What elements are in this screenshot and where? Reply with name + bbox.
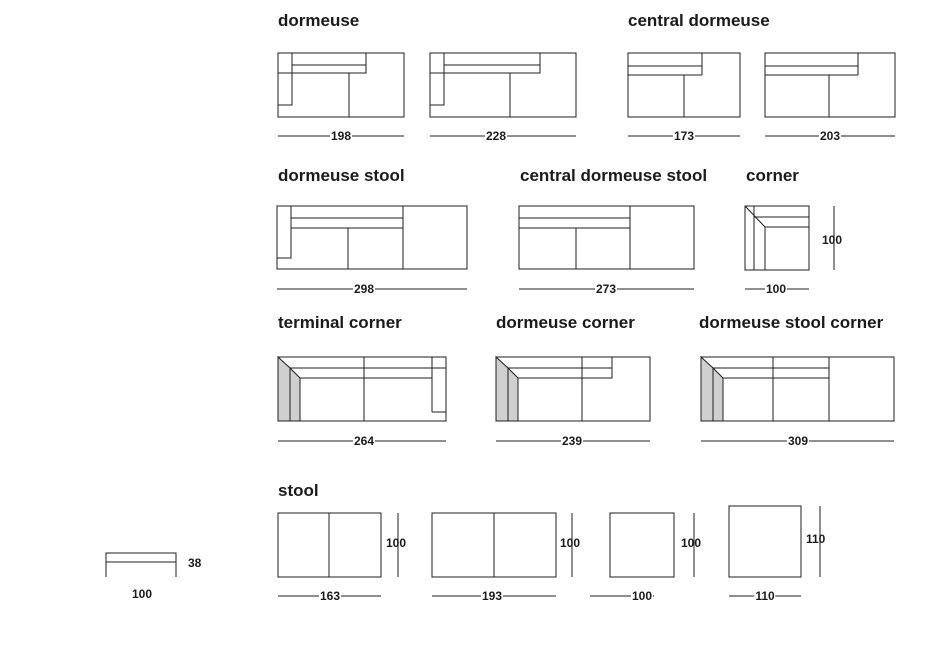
dim-dormeuse-198: 198 xyxy=(329,129,353,143)
stool-163-plan xyxy=(277,512,382,578)
dim-stool-100-depth: 100 xyxy=(681,536,702,550)
dim-central-203: 203 xyxy=(818,129,842,143)
title-dormeuse-stool: dormeuse stool xyxy=(278,166,405,185)
stool-110-plan xyxy=(728,505,802,578)
dim-stool-163-depth: 100 xyxy=(386,536,407,550)
dim-dormeuse-228: 228 xyxy=(484,129,508,143)
title-corner: corner xyxy=(746,166,799,185)
dim-stool-100: 100 xyxy=(630,589,654,603)
dormeuse-stool-corner-plan xyxy=(700,355,895,422)
dim-height-38: 38 xyxy=(188,556,202,570)
dim-stool-193-depth: 100 xyxy=(560,536,581,550)
dim-stool-163: 163 xyxy=(318,589,342,603)
dim-elevation-width: 100 xyxy=(130,587,154,601)
dim-dormeuse-stool-corner-309: 309 xyxy=(786,434,810,448)
dim-dormeuse-corner-239: 239 xyxy=(560,434,584,448)
corner-plan xyxy=(744,205,810,271)
dim-terminal-corner-264: 264 xyxy=(352,434,376,448)
stool-100-plan xyxy=(609,512,675,578)
dim-corner-width: 100 xyxy=(764,282,788,296)
title-dormeuse-corner: dormeuse corner xyxy=(496,313,635,332)
title-dormeuse: dormeuse xyxy=(278,11,360,30)
dim-corner-depth: 100 xyxy=(822,233,843,247)
dimension-lines xyxy=(277,135,895,597)
title-dormeuse-stool-corner: dormeuse stool corner xyxy=(699,313,884,332)
title-stool: stool xyxy=(278,481,319,500)
dormeuse-198-plan xyxy=(277,52,405,118)
title-terminal-corner: terminal corner xyxy=(278,313,402,332)
dormeuse-stool-plan xyxy=(276,205,468,270)
dim-central-173: 173 xyxy=(672,129,696,143)
stool-193-plan xyxy=(431,512,557,578)
dormeuse-corner-plan xyxy=(495,355,651,422)
terminal-corner-plan xyxy=(277,355,447,422)
dim-stool-193: 193 xyxy=(480,589,504,603)
dormeuse-228-plan xyxy=(429,52,577,118)
title-central-dormeuse-stool: central dormeuse stool xyxy=(520,166,708,185)
dim-stool-110: 110 xyxy=(754,589,776,603)
dim-stool-110-depth: 110 xyxy=(806,532,826,546)
central-dormeuse-stool-plan xyxy=(518,205,695,270)
side-elevation xyxy=(105,552,177,577)
title-central-dormeuse: central dormeuse xyxy=(628,11,770,30)
central-dormeuse-203-plan xyxy=(764,52,896,118)
dim-dormeuse-stool-298: 298 xyxy=(352,282,376,296)
central-dormeuse-173-plan xyxy=(627,52,741,118)
dim-central-dormeuse-stool-273: 273 xyxy=(594,282,618,296)
